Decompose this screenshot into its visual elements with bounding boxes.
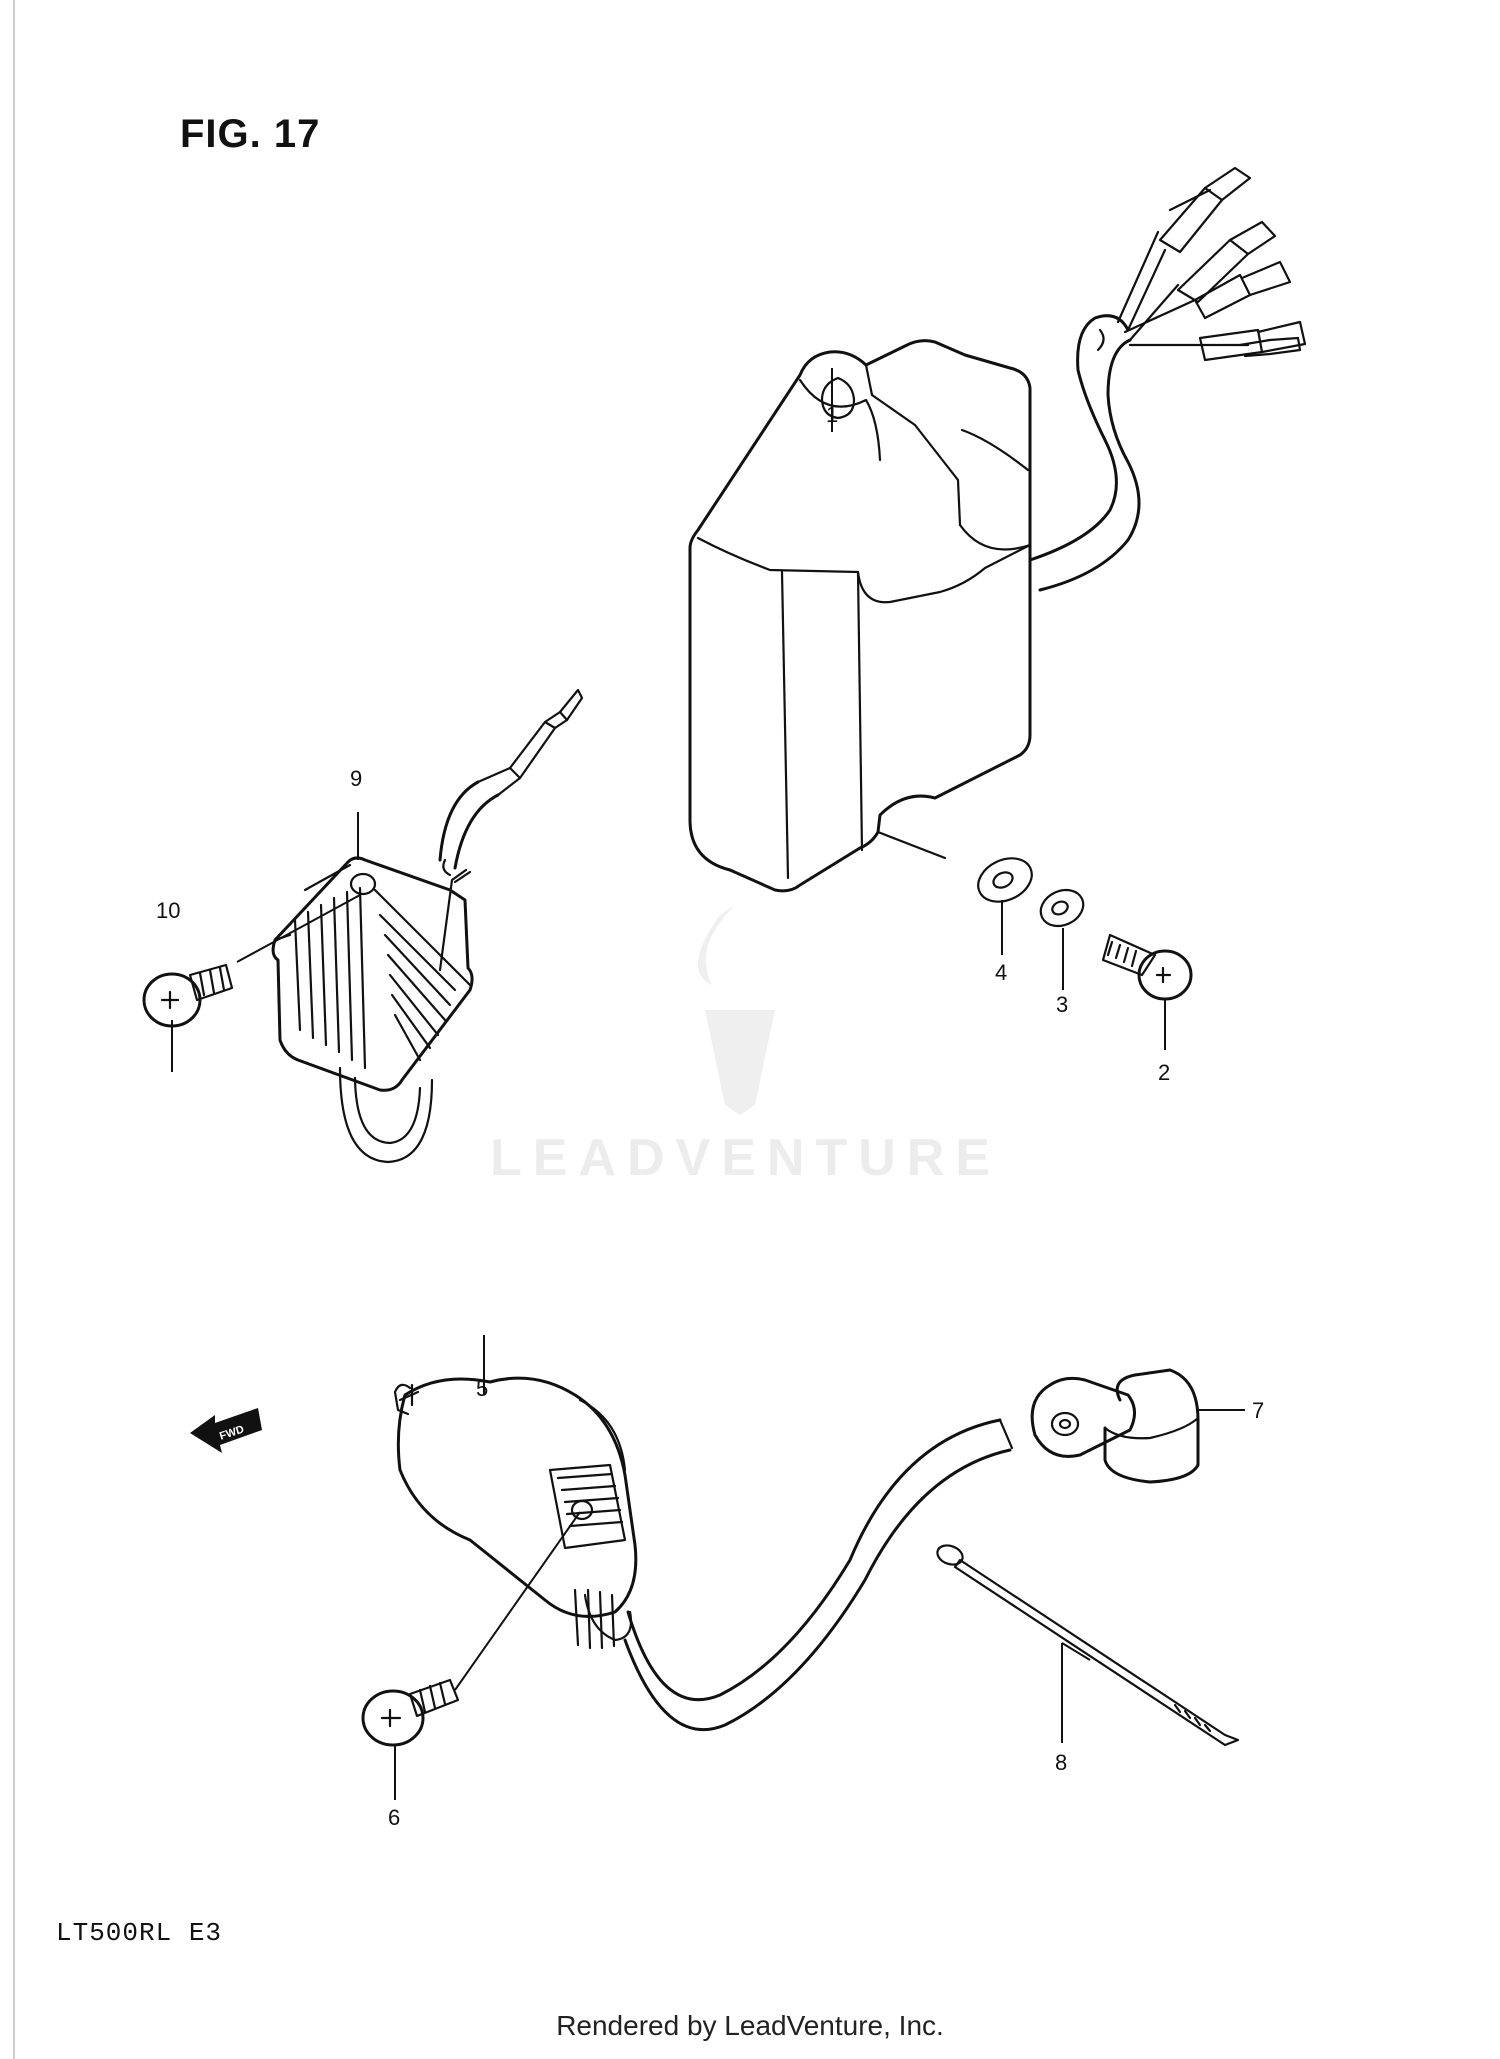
part-6-screw[interactable] <box>361 1678 460 1747</box>
callout-5: 5 <box>476 1376 488 1401</box>
watermark-text: LEADVENTURE <box>490 1129 1002 1187</box>
callout-6: 6 <box>388 1805 400 1830</box>
callout-numbers: 1 2 3 4 5 6 7 8 9 10 <box>156 402 1264 1830</box>
part-7-plug-cap[interactable] <box>1030 1368 1200 1484</box>
model-code: LT500RL E3 <box>56 1918 223 1948</box>
part-10-screw[interactable] <box>142 963 234 1028</box>
callout-1: 1 <box>826 402 838 427</box>
part-8-cable-tie[interactable] <box>935 1542 1240 1747</box>
callout-2: 2 <box>1158 1060 1170 1085</box>
part-9-regulator[interactable] <box>271 688 584 1164</box>
callout-10: 10 <box>156 898 180 923</box>
part-3-washer[interactable] <box>1035 883 1089 932</box>
footer-credit: Rendered by LeadVenture, Inc. <box>556 2010 944 2041</box>
part-1-control-unit[interactable] <box>688 166 1307 893</box>
callout-9: 9 <box>350 766 362 791</box>
leader-lines <box>171 368 1166 1800</box>
part-2-screw[interactable] <box>1101 933 1193 1001</box>
part-4-washer[interactable] <box>971 850 1039 910</box>
figure-title: FIG. 17 <box>180 112 321 156</box>
leader-part-10-to-regulator <box>236 894 361 963</box>
callout-4: 4 <box>995 960 1007 985</box>
forward-arrow-icon: FWD <box>190 1408 262 1453</box>
callout-3: 3 <box>1056 992 1068 1017</box>
callout-7: 7 <box>1252 1398 1264 1423</box>
callout-8: 8 <box>1055 1750 1067 1775</box>
watermark-logo <box>698 905 775 1115</box>
leader-part-6-to-coil <box>454 1511 581 1691</box>
part-5-ignition-coil[interactable] <box>393 1376 1014 1731</box>
